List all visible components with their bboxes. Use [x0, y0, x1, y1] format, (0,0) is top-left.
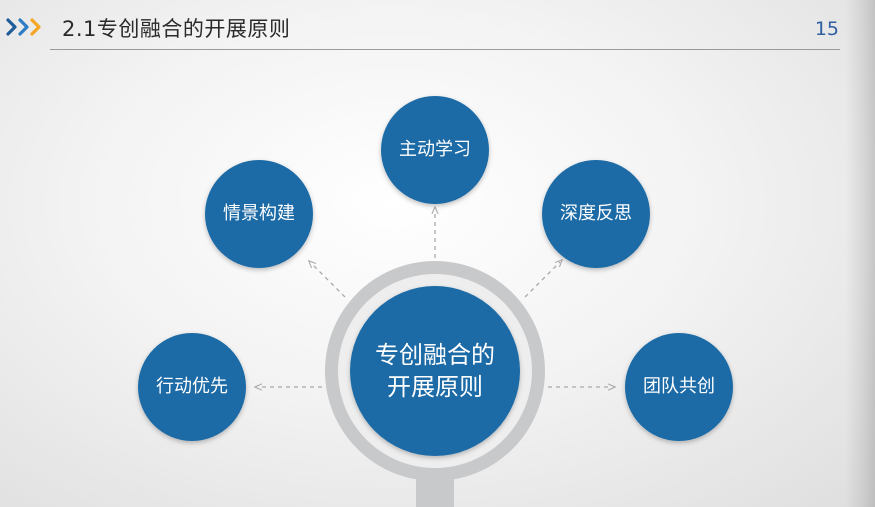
node-circle-right: [625, 333, 733, 441]
node-label-upper-right: 深度反思: [560, 203, 632, 224]
center-circle: [350, 286, 520, 456]
chevron-arrows-icon: [6, 18, 41, 36]
arrow-to-upper-right: [524, 262, 560, 298]
node-circle-top: [381, 96, 489, 204]
arrow-to-upper-left: [311, 263, 346, 298]
node-label-left: 行动优先: [156, 376, 228, 397]
node-circle-upper-left: [205, 160, 313, 268]
page-number: 15: [814, 18, 839, 40]
node-label-top: 主动学习: [399, 139, 471, 160]
page-edge-shadow: [845, 0, 875, 507]
slide-header: 2.1专创融合的开展原则 15: [0, 0, 875, 52]
node-label-upper-left: 情景构建: [223, 203, 295, 224]
slide-title: 2.1专创融合的开展原则: [62, 17, 291, 41]
center-node-label: 专创融合的开展原则: [375, 341, 495, 401]
node-circle-left: [138, 333, 246, 441]
node-label-right: 团队共创: [643, 376, 715, 397]
header-divider: [50, 49, 840, 50]
node-circle-upper-right: [542, 160, 650, 268]
